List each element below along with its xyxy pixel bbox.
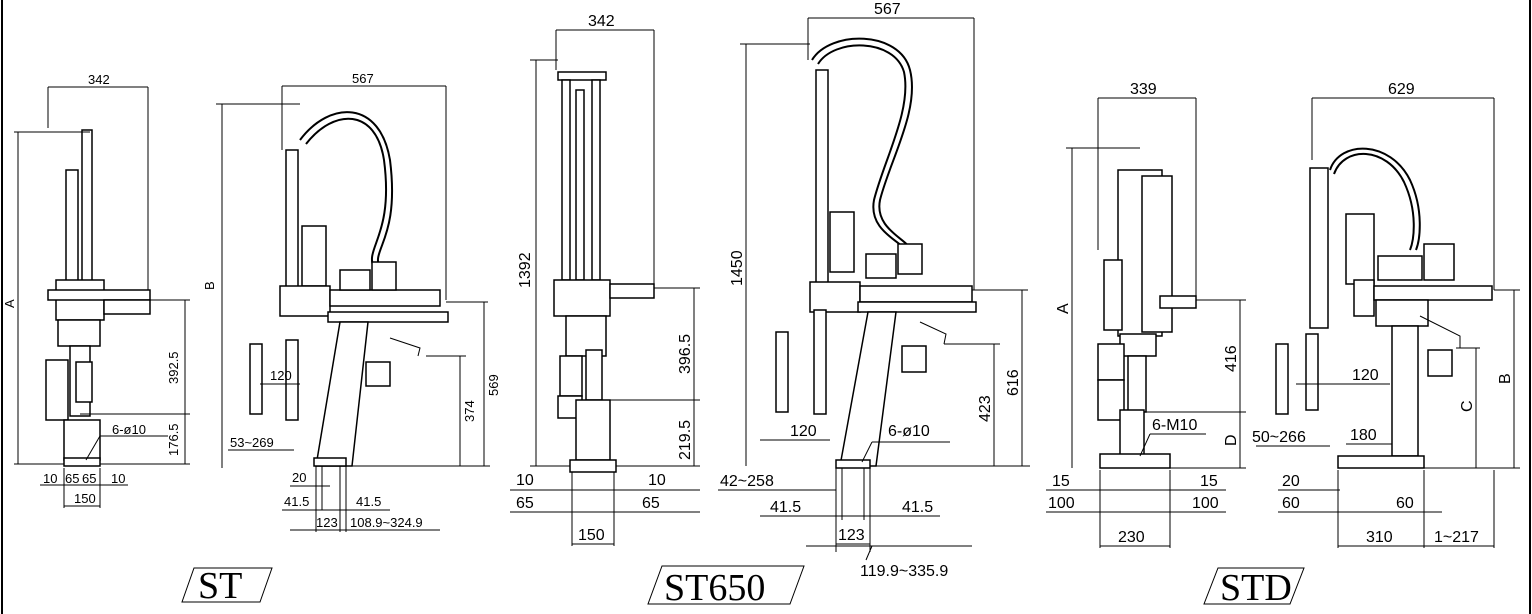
st650-front-height: 1392: [517, 252, 534, 288]
std-front-l2: 100: [1048, 495, 1075, 512]
std-model-label: STD: [1203, 567, 1305, 609]
st650-side-stroke: 42~258: [720, 473, 774, 490]
st-side-s2: 41.5: [284, 494, 309, 509]
std-side-s1: 20: [1282, 473, 1300, 490]
st-side-arm-offset: 120: [270, 368, 292, 383]
st-front-b4: 10: [111, 471, 125, 486]
std-front-base-height: 416: [1223, 345, 1240, 372]
st650-model-text: ST650: [664, 567, 765, 609]
std-front-col-label: D: [1223, 434, 1240, 446]
st-side-range: 108.9~324.9: [350, 515, 423, 530]
st-front-b3: 65: [82, 471, 96, 486]
st-side-h2: 569: [486, 374, 501, 396]
st650-side-s1: 41.5: [770, 499, 801, 516]
std-side-label-b: B: [1497, 373, 1514, 384]
std-side-stroke: 50~266: [1252, 429, 1306, 446]
st650-front-column-height: 219.5: [677, 420, 694, 460]
st-front-column-height-dim: 176.5: [166, 423, 181, 456]
st650-side-hose: [811, 37, 913, 251]
st-side-s3: 41.5: [356, 494, 381, 509]
st650-side-range: 119.9~335.9: [860, 563, 948, 580]
st650-side-s2: 41.5: [902, 499, 933, 516]
st-side-h1: 374: [462, 400, 477, 422]
st-front-b2: 65: [65, 471, 79, 486]
st650-side-h1: 423: [977, 395, 994, 422]
std-side-arm-offset: 120: [1352, 367, 1379, 384]
st-front-width-dim: 342: [88, 72, 110, 87]
st-side-height-label: B: [202, 281, 217, 290]
st650-side-height: 1450: [729, 250, 746, 286]
std-side-s2: 60: [1282, 495, 1300, 512]
st-front-base-width: 150: [74, 491, 96, 506]
st-front-b1: 10: [43, 471, 57, 486]
std-side-reach: 629: [1388, 81, 1415, 98]
std-front-holes: 6-M10: [1152, 417, 1197, 434]
st650-front-width: 342: [588, 13, 615, 30]
std-side-d180: 180: [1350, 427, 1377, 444]
st650-front-view: 342 1392 396.5 219.5 10 65 10 65 150: [510, 13, 700, 546]
st-model-text: ST: [198, 565, 242, 607]
std-front-r1: 15: [1200, 473, 1218, 490]
st650-side-holes: 6-ø10: [888, 423, 930, 440]
st-front-holes-callout: 6-ø10: [112, 422, 146, 437]
std-side-base-width: 310: [1366, 529, 1393, 546]
st650-front-base-height: 396.5: [677, 334, 694, 374]
std-side-view: 629 120 50~266 180 C B 20 60 60 310 1~21…: [1252, 81, 1520, 548]
std-front-height-label: A: [1055, 303, 1072, 314]
std-front-r2: 100: [1192, 495, 1219, 512]
st650-front-r1: 10: [648, 472, 666, 489]
st-side-stroke: 53~269: [230, 435, 274, 450]
st650-side-arm-offset: 120: [790, 423, 817, 440]
st-side-s4: 123: [316, 515, 338, 530]
st650-front-base-width: 150: [578, 527, 605, 544]
std-side-s3: 60: [1396, 495, 1414, 512]
st-front-base-height-dim: 392.5: [166, 351, 181, 384]
st650-side-s3: 123: [838, 527, 865, 544]
std-front-base-width: 230: [1118, 529, 1145, 546]
st-side-hose: [299, 111, 394, 269]
std-side-range: 1~217: [1434, 529, 1479, 546]
st-front-view: 342 A 392.5 176.5 6-ø10 10 65 65 10 150: [2, 72, 190, 508]
st650-side-view: 567 1450 120 6-ø10 423 616 42~258 41.5 4…: [718, 1, 1030, 580]
st-side-reach-dim: 567: [352, 71, 374, 86]
st650-side-reach: 567: [874, 1, 901, 18]
std-front-view: 339 A 416 D 6-M10 15 100 15 100 230: [1046, 81, 1246, 548]
std-side-label-c: C: [1459, 400, 1476, 412]
std-front-width: 339: [1130, 81, 1157, 98]
st-front-height-label: A: [2, 299, 17, 308]
st-model-label: ST: [181, 565, 273, 607]
std-side-hose: [1329, 147, 1421, 251]
st650-front-l1: 10: [516, 472, 534, 489]
st-side-view: B 567 120 53~269 374 569 20 41.5 41.5 12…: [202, 71, 501, 532]
st650-front-l2: 65: [516, 495, 534, 512]
st-side-s1: 20: [292, 470, 306, 485]
st650-front-r2: 65: [642, 495, 660, 512]
std-model-text: STD: [1220, 567, 1292, 609]
std-front-l1: 15: [1052, 473, 1070, 490]
st650-model-label: ST650: [647, 565, 805, 609]
st650-side-h2: 616: [1005, 369, 1022, 396]
